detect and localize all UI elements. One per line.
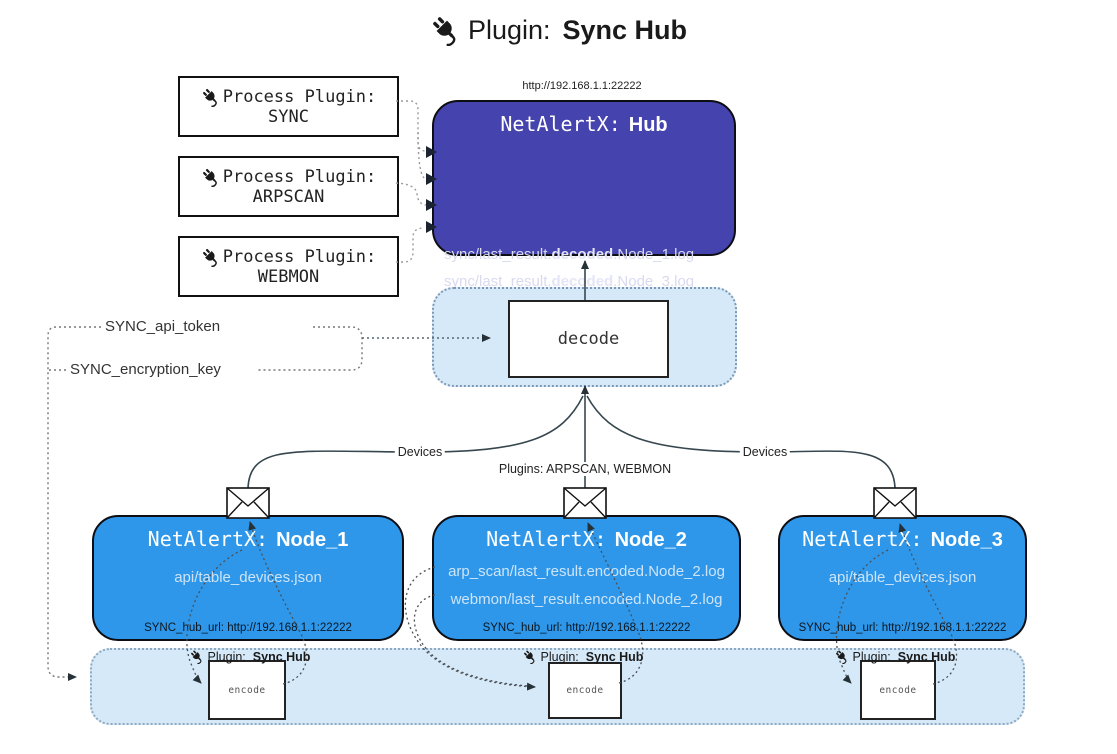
process-plugin-name: SYNC [268,106,309,127]
encode-plugin-label-1: Plugin: Sync Hub [189,649,311,664]
entry-pre: sync/last_result. [444,246,552,263]
sync-encryption-key-label: SYNC_encryption_key [68,361,223,378]
node-1-box: NetAlertX:Node_1 api/table_devices.json … [92,515,404,641]
entry-bold: decoded [551,246,614,263]
plugin-to-hub-wires [395,100,427,263]
node-title-name: Node_2 [614,529,687,551]
page-title-prefix: Plugin: [467,14,551,45]
encode-plugin-name: Sync Hub [252,649,311,664]
plug-icon [200,86,221,107]
process-plugin-box-webmon: Process Plugin: WEBMON [178,236,399,297]
hub-url-caption: http://192.168.1.1:22222 [522,80,642,92]
process-plugin-label: Process Plugin: [222,166,377,187]
encode-plugin-prefix: Plugin: [540,649,579,664]
hub-box: NetAlertX:Hub sync/last_result.decoded.N… [432,100,736,338]
entry-pre: sync/last_result. [444,273,552,290]
entry-post: .Node_3.log [613,273,695,290]
process-plugin-box-sync: Process Plugin: SYNC [178,76,399,137]
plug-icon [429,14,462,46]
encode-plugin-prefix: Plugin: [207,649,246,664]
edge-label-devices-right: Devices [739,445,791,459]
node-title-name: Node_1 [276,529,349,551]
node-hub-url: SYNC_hub_url: http://192.168.1.1:22222 [144,622,352,634]
node-title: NetAlertX: Node_1 [94,527,402,552]
envelope-icon [226,487,270,519]
node-hub-url: SYNC_hub_url: http://192.168.1.1:22222 [482,622,691,634]
entry-post: .Node_1.log [613,246,695,263]
node-title: NetAlertX: Node_2 [434,527,739,552]
hub-title-prefix: NetAlertX: [500,112,621,136]
entry-bold: decoded [551,273,614,290]
plug-icon [189,649,205,664]
process-plugin-box-arpscan: Process Plugin: ARPSCAN [178,156,399,217]
node-2-box: NetAlertX: Node_2 arp_scan/last_result.en… [432,515,741,641]
node-file: arp_scan/last_result.encoded.Node_2.log [448,563,725,580]
edge-label-plugins: Plugins: ARPSCAN, WEBMON [495,462,675,476]
encode-plugin-name: Sync Hub [897,649,956,664]
plug-icon [200,246,221,267]
hub-log-entry: sync/last_result.decoded.Node_3.log [444,273,728,290]
node-title-prefix: NetAlertX: [486,527,607,551]
plug-icon [522,649,538,664]
node-title: NetAlertX: Node_3 [780,527,1025,552]
encode-plugin-label-3: Plugin: Sync Hub [834,649,956,664]
encode-plugin-prefix: Plugin: [852,649,891,664]
encode-box-3: encode [860,660,936,720]
page-title: Plugin: Sync Hub [0,14,1117,46]
node-title-prefix: NetAlertX: [147,527,269,551]
node-3-box: NetAlertX:Node_3 api/table_devices.json … [778,515,1027,641]
sync-api-token-label: SYNC_api_token [103,318,223,335]
node-file: api/table_devices.json [174,569,322,586]
edge-label-devices-left: Devices [394,445,446,459]
node-title-prefix: NetAlertX: [802,527,923,551]
envelope-icons [226,487,917,519]
process-plugin-name: ARPSCAN [252,186,325,207]
process-plugin-label: Process Plugin: [222,86,377,107]
node-file: webmon/last_result.encoded.Node_2.log [450,591,723,608]
node-hub-url: SYNC_hub_url: http://192.168.1.1:22222 [798,622,1007,634]
page-title-name: Sync Hub [562,14,688,45]
hub-log-entry: sync/last_result.decoded.Node_1.log [444,246,728,263]
plug-icon [834,649,850,664]
hub-title-name: Hub [628,114,668,136]
encode-plugin-name: Sync Hub [585,649,644,664]
node-file: api/table_devices.json [828,569,977,586]
node-title-name: Node_3 [930,529,1003,551]
hub-title: NetAlertX: Hub [434,112,734,137]
encode-box-1: encode [208,660,286,720]
process-plugin-name: WEBMON [257,266,320,287]
encode-box-2: encode [548,662,622,719]
plug-icon [200,166,221,187]
process-plugin-label: Process Plugin: [222,246,377,267]
envelope-icon [563,487,607,519]
decode-box: decode [508,300,669,378]
envelope-icon [873,487,917,519]
encode-plugin-label-2: Plugin: Sync Hub [522,649,644,664]
